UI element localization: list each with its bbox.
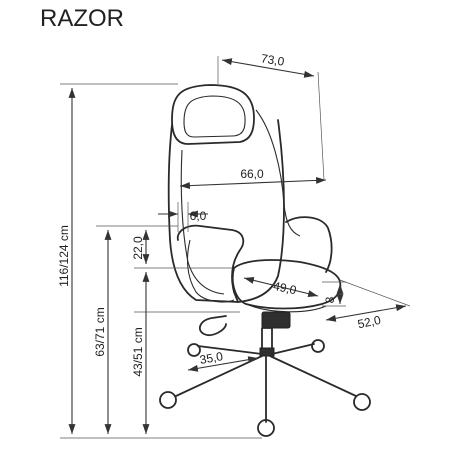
dim-line-seat-width xyxy=(243,276,319,298)
dim-seat-depth-label: 52,0 xyxy=(356,313,382,332)
chair-headrest-panel xyxy=(183,95,246,138)
chair-backrest xyxy=(167,119,285,303)
chair-caster-front xyxy=(257,419,275,437)
chair-armrest-support xyxy=(186,239,235,303)
dim-seat-height-label: 63/71 cm xyxy=(93,307,107,356)
chair-mechanism xyxy=(261,311,291,329)
chair-caster-back-right xyxy=(311,339,325,353)
dim-total-height-label: 116/124 cm xyxy=(57,225,71,287)
chair-caster-right xyxy=(353,393,371,411)
dim-base-radius-label: 35,0 xyxy=(199,349,225,367)
dim-line-back-width xyxy=(179,176,327,190)
chair-back-cushion xyxy=(285,216,333,273)
chair-base-leg-right xyxy=(269,355,357,397)
chair-headrest xyxy=(171,84,255,145)
dim-overall-width-label: 73,0 xyxy=(260,51,286,69)
dim-line-seat-depth xyxy=(325,304,407,322)
dim-armrest-height-label: 22,0 xyxy=(131,236,145,260)
dim-base-height-label: 43/51 cm xyxy=(131,327,145,376)
chair-back-side-profile xyxy=(255,109,301,237)
dim-line-overall-width xyxy=(221,58,315,78)
dim-seat-thickness-label: 8 xyxy=(323,296,337,303)
chair-base-leg-back-left xyxy=(197,345,263,355)
dim-seat-width-label: 49,0 xyxy=(272,279,298,298)
chair-caster-left xyxy=(159,391,177,409)
chair-base-leg-back-right xyxy=(271,343,315,355)
chair-illustration xyxy=(159,84,371,437)
dim-armrest-width-label: 6,0 xyxy=(190,209,207,223)
dimension-annotations: 116/124 cm 63/71 cm 22,0 43/51 cm 73,0 6… xyxy=(57,51,411,439)
chair-caster-back-left xyxy=(187,343,201,357)
chair-gas-lift-sleeve xyxy=(259,347,275,357)
product-title: RAZOR xyxy=(40,5,124,32)
dim-back-width-label: 66,0 xyxy=(240,167,264,181)
dim-line-base-radius xyxy=(187,356,259,372)
chair-tilt-lever xyxy=(198,315,227,336)
